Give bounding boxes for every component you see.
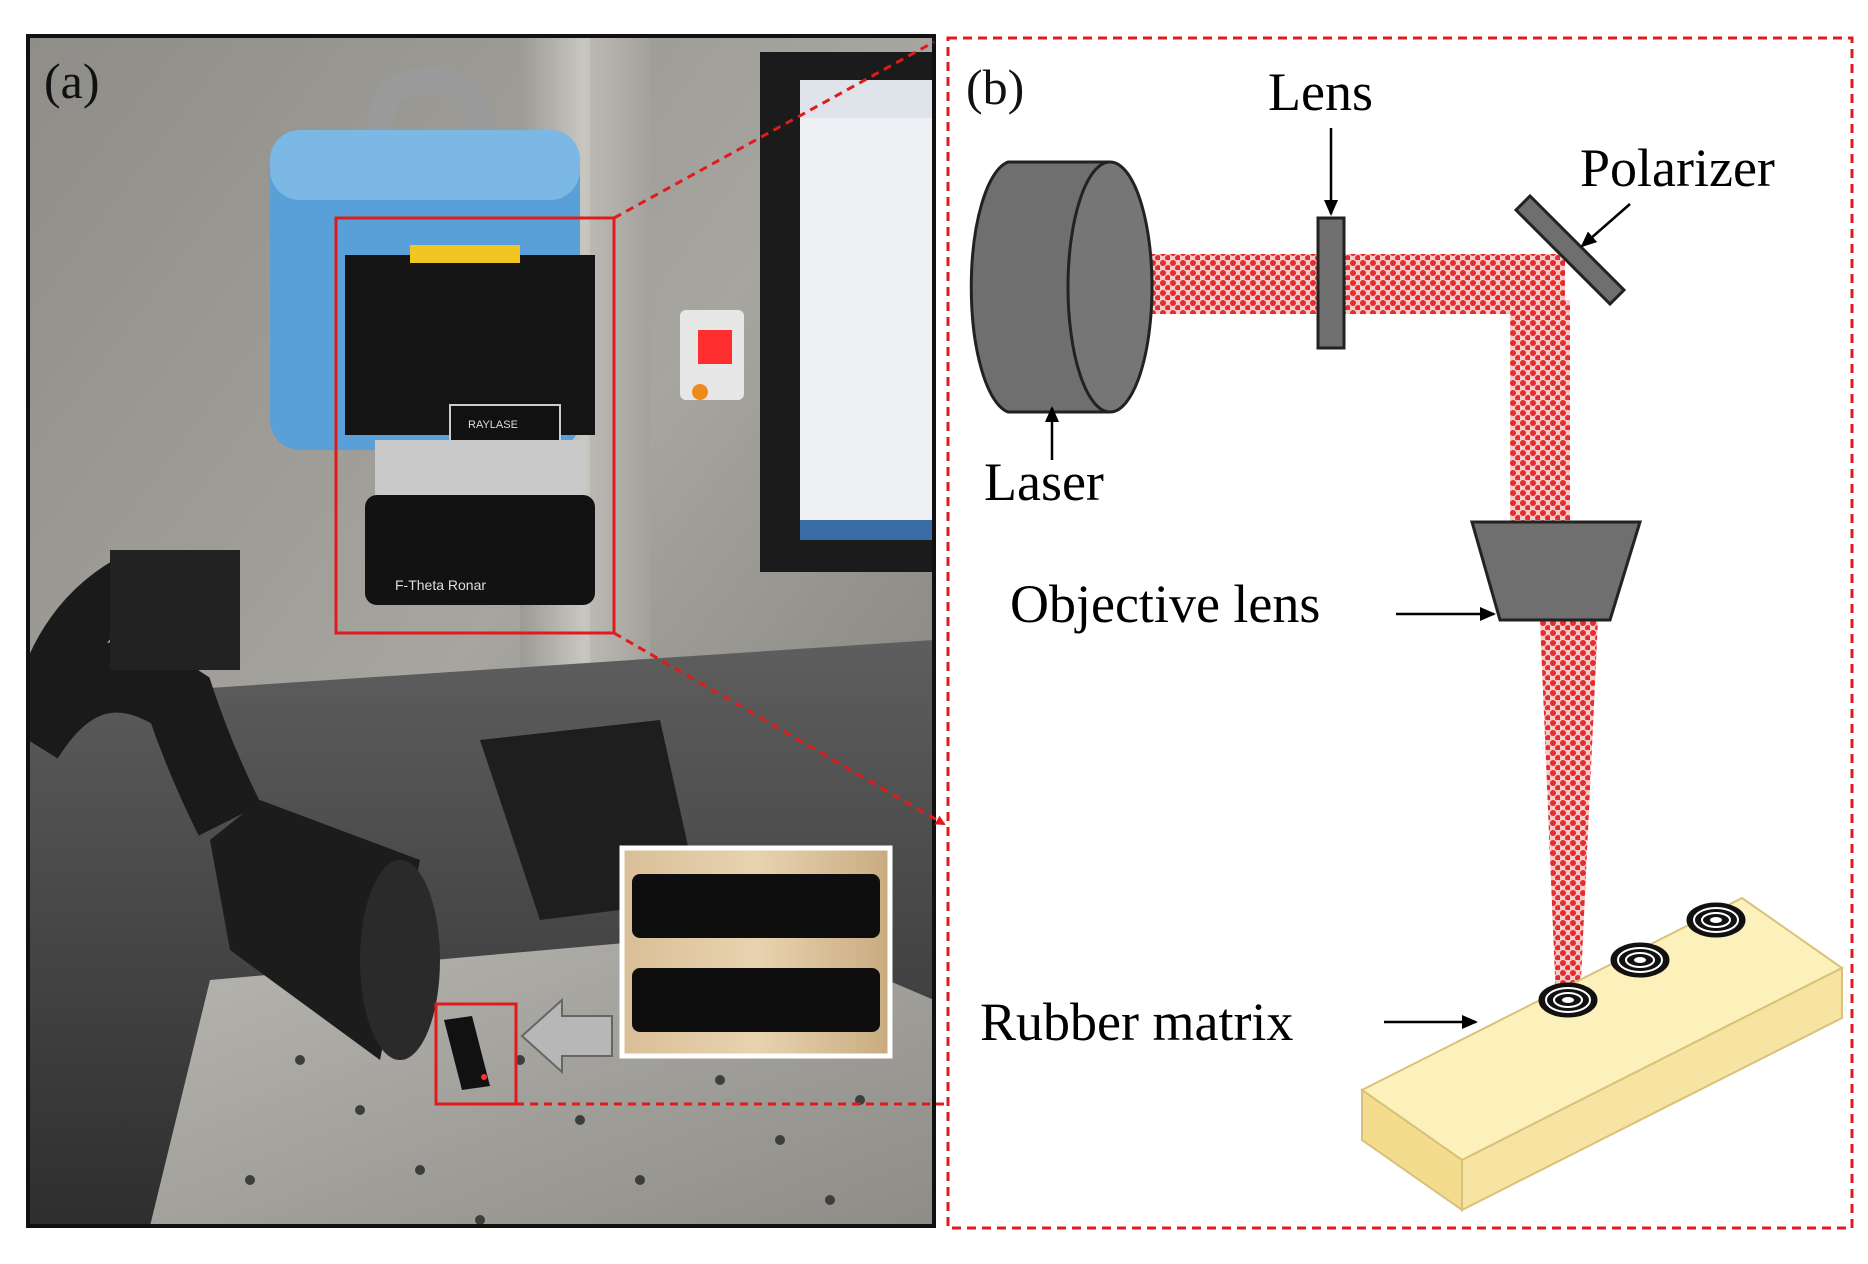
head-highlight-box [334, 216, 616, 635]
sample-inset [619, 845, 893, 1059]
polarizer-component [1513, 193, 1627, 307]
rubber-matrix-label: Rubber matrix [980, 992, 1293, 1052]
rubber-matrix-sample [1360, 896, 1844, 1212]
objective-lens-component [1470, 520, 1643, 622]
panel-a-label: (a) [44, 53, 100, 109]
panel-b-label: (b) [966, 59, 1024, 115]
laser-spots [1538, 902, 1746, 1018]
laser-head: RAYLASE F-Theta Ronar [270, 66, 595, 605]
monitor [760, 52, 934, 572]
polarizer-arrow [1580, 203, 1631, 248]
laser-source [969, 160, 1154, 414]
plate-holes [245, 1055, 865, 1225]
polarizer-label: Polarizer [1580, 138, 1775, 198]
lens-component [1316, 216, 1346, 350]
sample-strip [444, 1016, 490, 1090]
panel-a-border [26, 34, 936, 1228]
pressure-gauge [680, 310, 744, 400]
laser-label: Laser [984, 452, 1104, 512]
sample-highlight-box [434, 1002, 518, 1106]
inset-arrow [520, 997, 613, 1075]
objective-lens-label: Objective lens [1010, 574, 1320, 634]
ftheta-label: F-Theta Ronar [395, 577, 486, 593]
lens-label: Lens [1268, 62, 1373, 122]
raylase-brand: RAYLASE [468, 419, 518, 431]
panel-a-photo: RAYLASE F-Theta Ronar [28, 36, 934, 1226]
